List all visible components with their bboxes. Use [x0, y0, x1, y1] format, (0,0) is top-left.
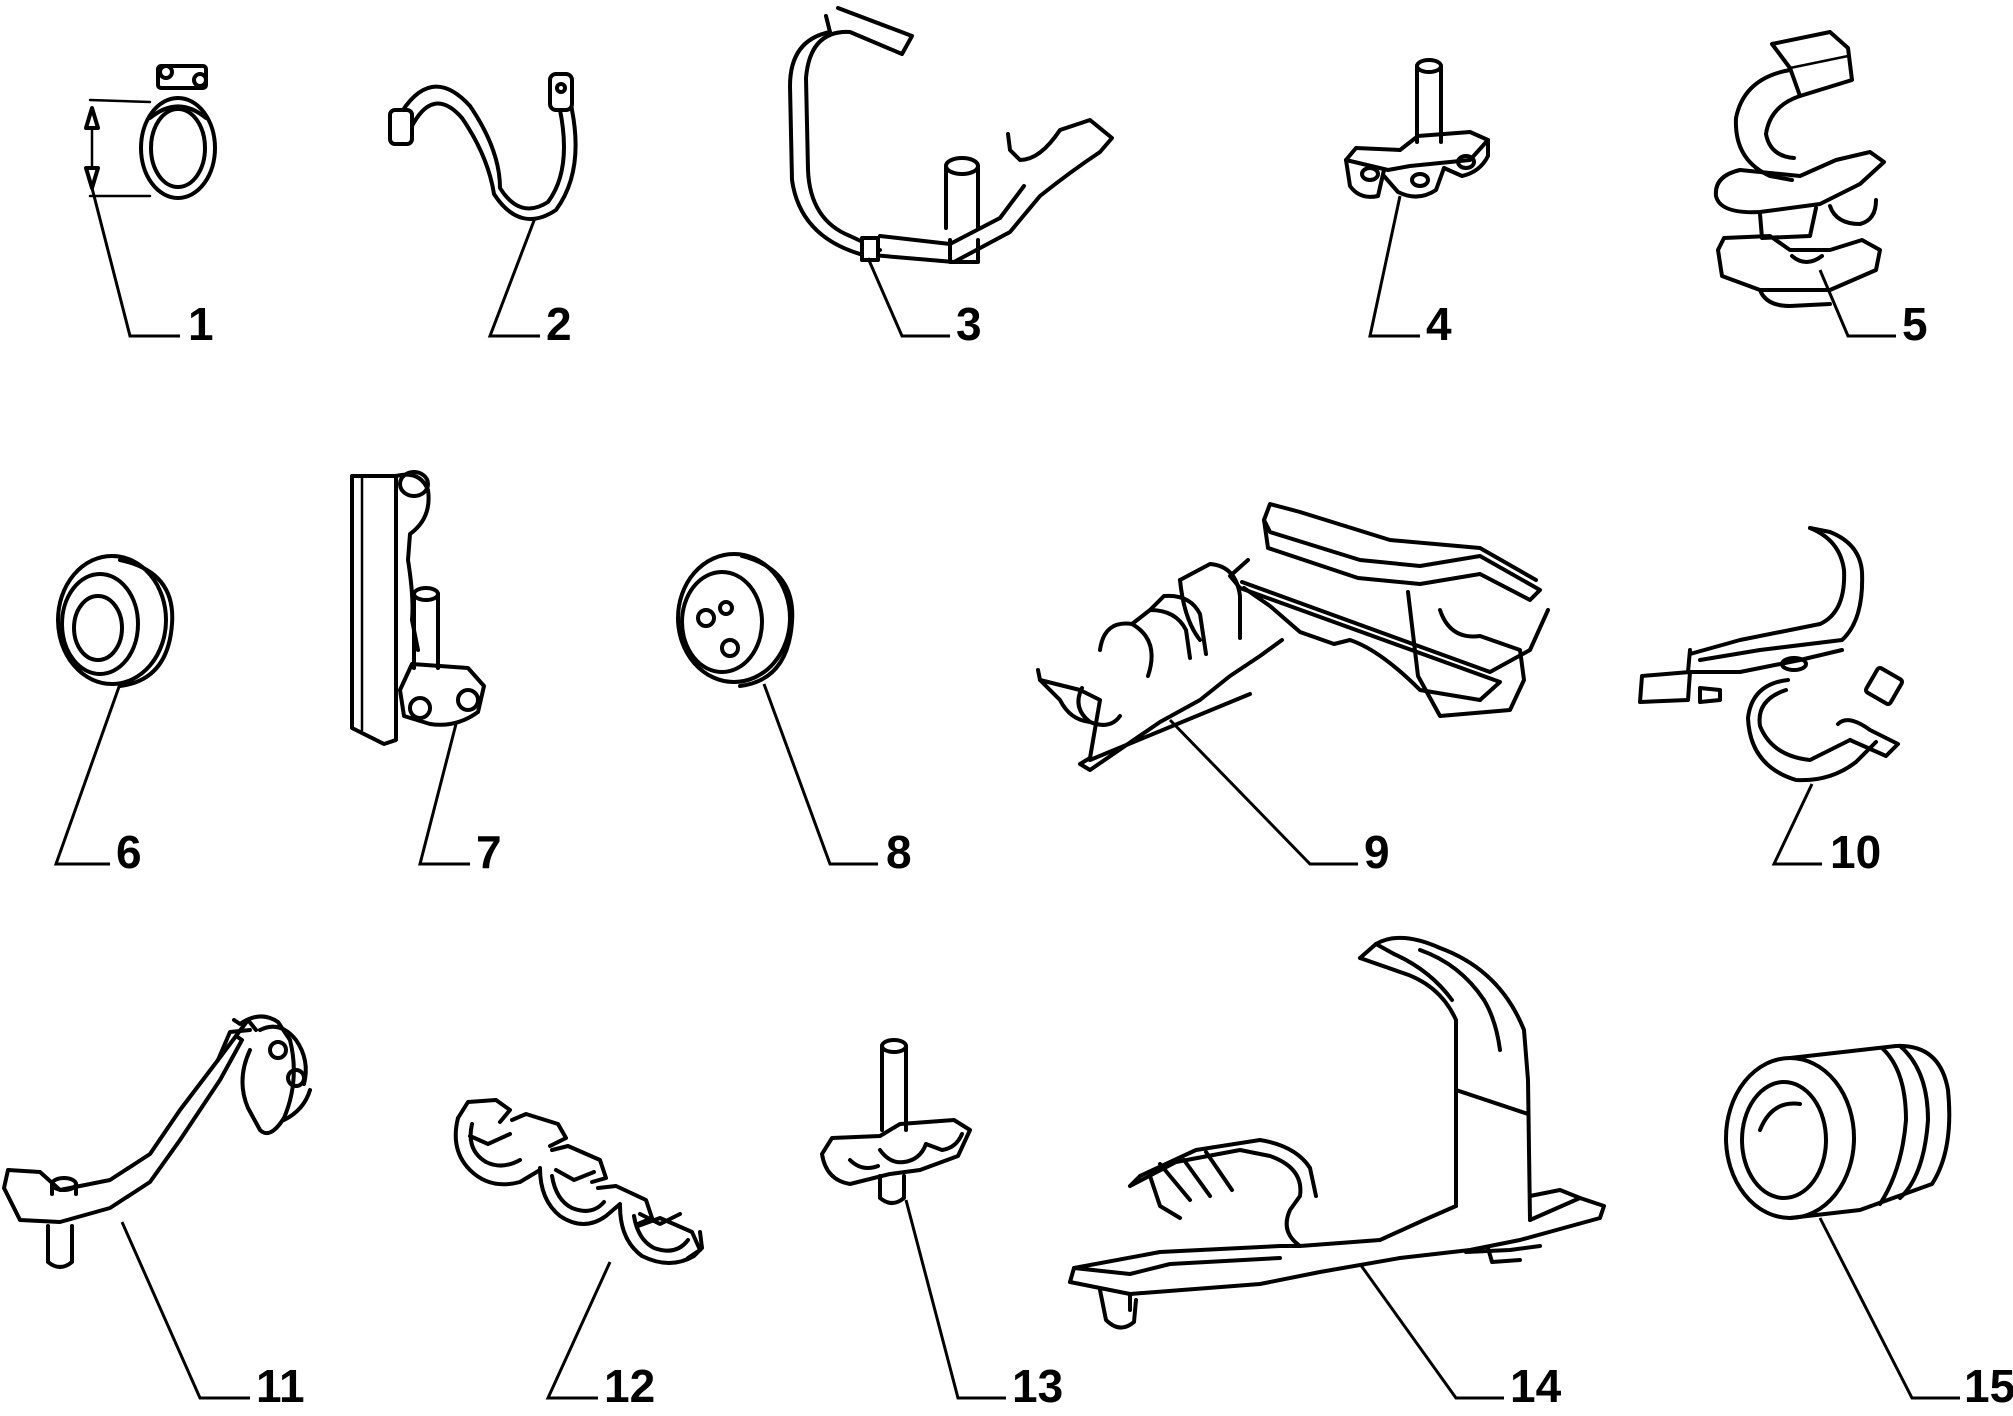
part-14-base-bracket	[1068, 935, 1606, 1330]
part-3-bracket-clip	[788, 6, 1114, 264]
part-12-triple-clip	[453, 1098, 704, 1265]
part-4-label: 4	[1426, 298, 1452, 350]
part-15-bushing	[1724, 1043, 1952, 1220]
part-8-leader: 8	[762, 683, 912, 878]
part-5-label: 5	[1902, 298, 1928, 350]
part-6-label: 6	[116, 826, 142, 878]
part-9-label: 9	[1364, 826, 1390, 878]
part-8-label: 8	[886, 826, 912, 878]
part-10-leader: 10	[1771, 783, 1881, 878]
part-3-leader: 3	[866, 257, 982, 350]
part-2-leader: 2	[487, 217, 572, 350]
part-12-leader: 12	[545, 1261, 655, 1412]
part-11-label: 11	[256, 1360, 305, 1412]
part-1-leader: 1	[90, 187, 214, 350]
part-9-multi-clip	[1036, 502, 1550, 772]
part-1-hose-clamp	[84, 64, 217, 200]
part-14-label: 14	[1510, 1360, 1562, 1412]
part-6-grommet	[56, 554, 175, 688]
part-13-pin-clip	[820, 1038, 972, 1205]
part-12-label: 12	[604, 1360, 655, 1412]
part-11-leader: 11	[120, 1221, 305, 1412]
part-11-bent-bar	[2, 1014, 312, 1269]
part-4-pin-clip	[1344, 58, 1490, 199]
part-1-label: 1	[188, 298, 214, 350]
part-15-label: 15	[1964, 1360, 2013, 1412]
part-15-leader: 15	[1818, 1217, 2013, 1412]
part-4-leader: 4	[1368, 195, 1452, 350]
part-7-label: 7	[476, 826, 502, 878]
part-10-arm-clip	[1638, 526, 1905, 783]
part-5-stacked-clip	[1713, 30, 1886, 308]
part-9-leader: 9	[1168, 718, 1390, 878]
part-8-plug-grommet	[676, 552, 795, 688]
part-2-label: 2	[546, 298, 572, 350]
part-2-strap-band	[388, 72, 578, 221]
part-5-leader: 5	[1818, 269, 1928, 350]
part-6-leader: 6	[53, 683, 142, 878]
part-10-label: 10	[1830, 826, 1881, 878]
part-7-leader: 7	[418, 723, 502, 878]
part-14-leader: 14	[1358, 1263, 1562, 1412]
part-13-label: 13	[1012, 1360, 1063, 1412]
part-7-strip-clip	[350, 470, 486, 746]
part-13-leader: 13	[904, 1199, 1063, 1412]
part-3-label: 3	[956, 298, 982, 350]
